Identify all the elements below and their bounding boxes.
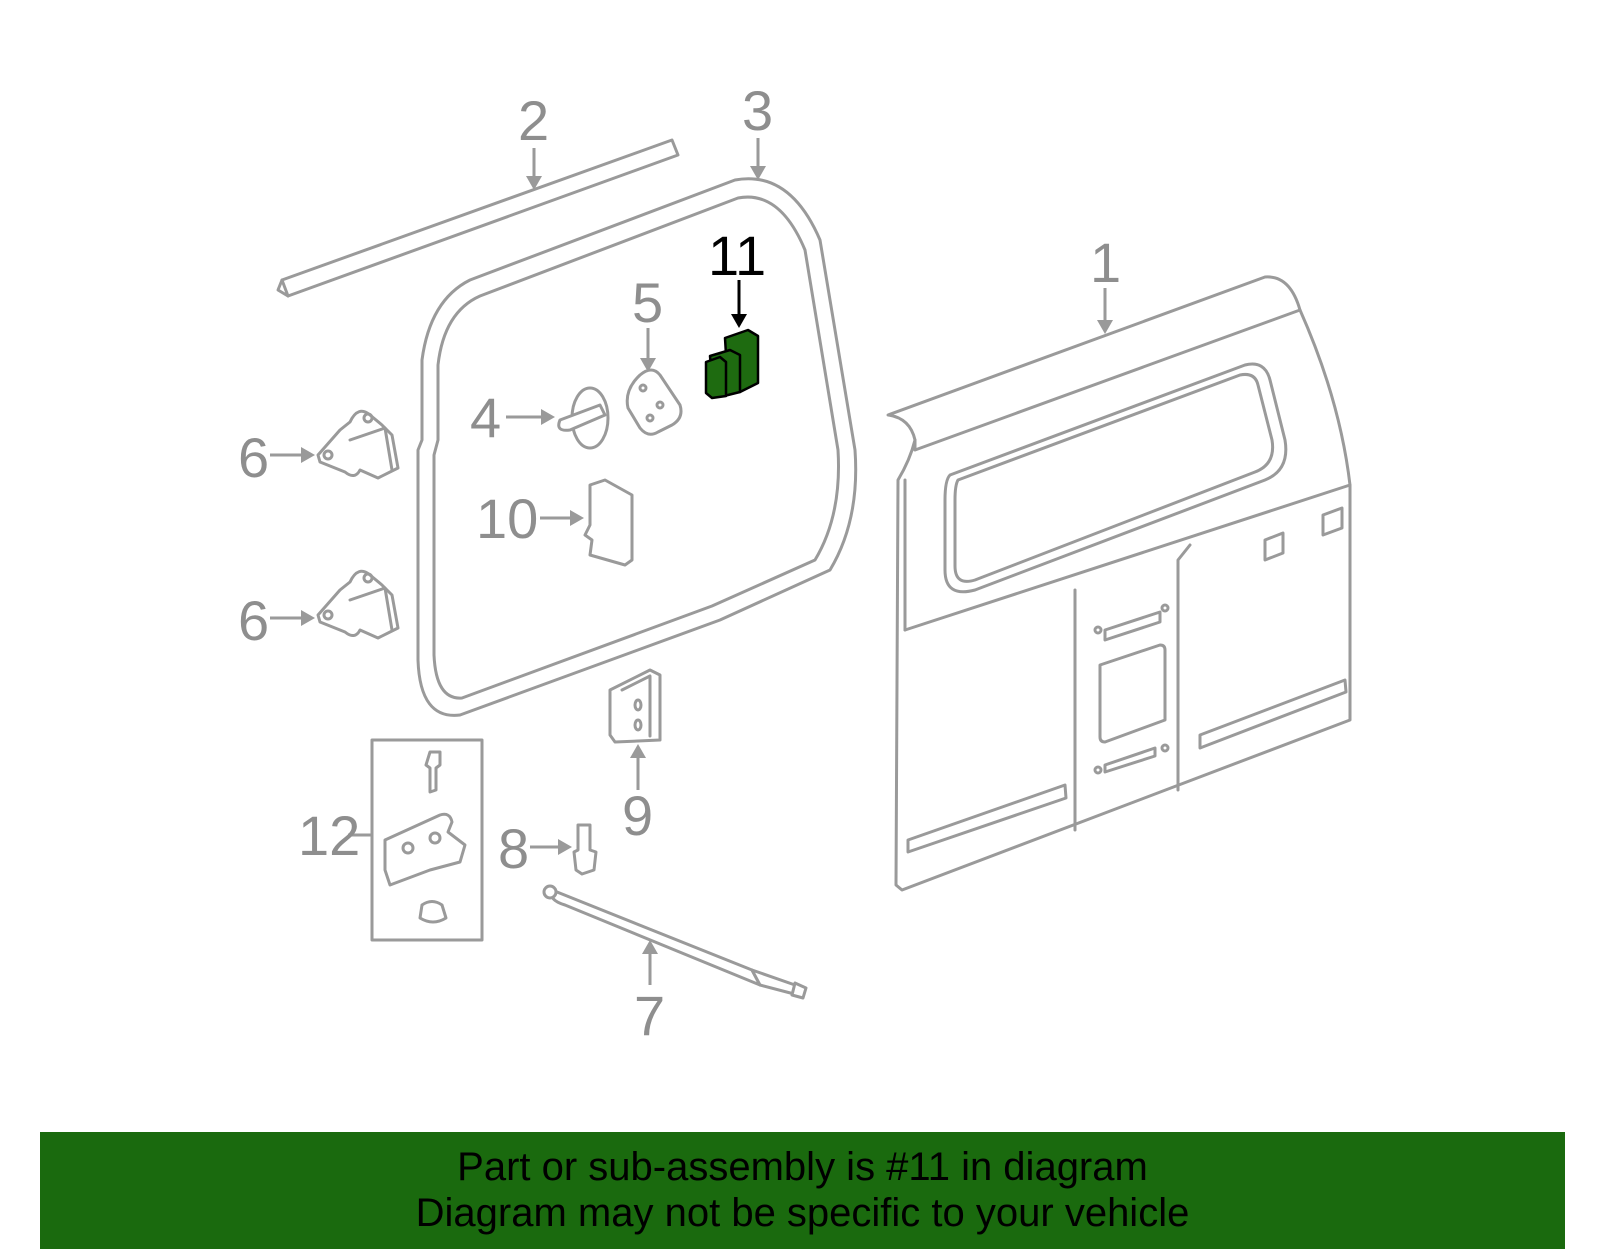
part-5-cover[interactable] [625, 368, 683, 436]
part-12-hardware-kit[interactable] [370, 738, 484, 942]
part-4-striker[interactable] [557, 386, 610, 450]
callout-9: 9 [622, 784, 653, 847]
callout-8: 8 [498, 817, 529, 880]
callout-1: 1 [1090, 231, 1121, 294]
parts-diagram: 2 3 1 11 5 4 6 10 6 9 12 8 7 [238, 79, 1352, 1047]
banner-disclaimer-line: Diagram may not be specific to your vehi… [415, 1191, 1190, 1235]
part-7-gas-strut[interactable] [542, 884, 808, 1000]
callout-labels: 2 3 1 11 5 4 6 10 6 9 12 8 7 [238, 79, 1121, 1047]
part-3-door-seal[interactable] [416, 177, 858, 717]
callout-5: 5 [632, 271, 663, 334]
banner-part-line: Part or sub-assembly is #11 in diagram [457, 1145, 1148, 1189]
part-2-weatherstrip[interactable] [276, 138, 680, 298]
leader-arrows [270, 138, 1113, 985]
callout-2: 2 [518, 89, 549, 152]
callout-6-upper: 6 [238, 426, 269, 489]
part-6-hinge-lower[interactable] [316, 569, 400, 640]
callout-12: 12 [298, 804, 360, 867]
callout-10: 10 [476, 487, 538, 550]
part-1-back-door-panel[interactable] [886, 275, 1352, 892]
callout-7: 7 [634, 984, 665, 1047]
part-10-bracket[interactable] [583, 478, 634, 567]
part-8-bolt[interactable] [572, 823, 598, 876]
callout-11: 11 [708, 224, 766, 287]
callout-3: 3 [742, 79, 773, 142]
callout-4: 4 [470, 386, 501, 449]
part-6-hinge-upper[interactable] [316, 409, 400, 480]
part-9-plate[interactable] [608, 668, 662, 744]
part-11-highlighted[interactable] [704, 328, 760, 400]
info-banner: Part or sub-assembly is #11 in diagram D… [40, 1132, 1565, 1249]
callout-6-lower: 6 [238, 589, 269, 652]
